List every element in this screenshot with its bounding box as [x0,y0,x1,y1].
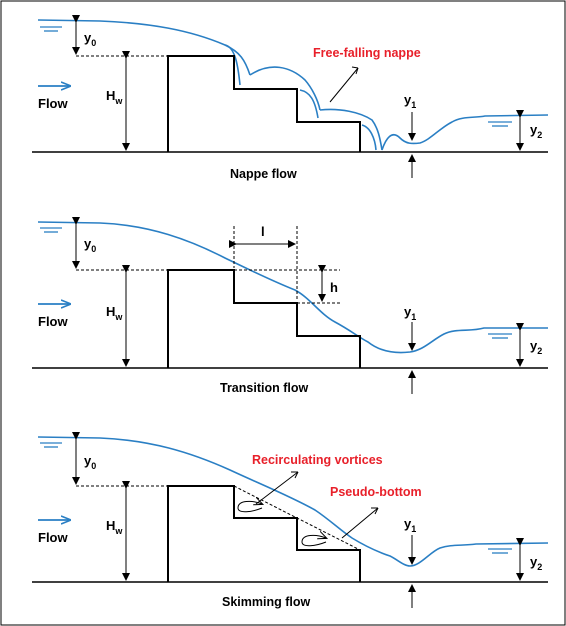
svg-text:y2: y2 [530,338,542,356]
panel-transition-flow: l h y0 Hw Flow y1 y2 Transition flow [32,217,548,395]
vortex-step1 [237,501,262,513]
flow-label: Flow [38,530,68,545]
svg-text:y1: y1 [404,92,416,110]
spillway-steps [167,269,361,368]
water-surface [37,436,549,567]
nappe-step3 [319,108,383,151]
svg-text:y0: y0 [84,453,96,471]
flow-label: Flow [38,96,68,111]
svg-text:y2: y2 [530,554,542,572]
water-surface-upstream [37,19,251,76]
svg-text:y0: y0 [84,30,96,48]
y1-label: y [404,92,412,107]
hw-label: H [106,88,115,103]
y1-label: y [404,516,412,531]
y0-label: y [84,453,92,468]
nappe-upper [224,44,241,86]
hw-label: H [106,518,115,533]
nappe-step2-lower [299,89,319,119]
flow-label: Flow [38,314,68,329]
annotation-free-falling-nappe: Free-falling nappe [313,46,421,60]
svg-text:y0: y0 [84,236,96,254]
panel-nappe-flow: y0 Hw Flow y1 y2 Free-falling nappe Napp… [32,15,549,181]
step-length-label: l [261,224,265,239]
y2-label: y [530,338,538,353]
annotation-pseudo-bottom: Pseudo-bottom [330,485,422,499]
vortex-step2 [301,535,326,547]
caption-nappe-flow: Nappe flow [230,167,297,181]
nappe-step2 [249,66,321,111]
y0-label: y [84,236,92,251]
spillway-steps [167,55,361,152]
caption-transition-flow: Transition flow [220,381,308,395]
y2-label: y [530,554,538,569]
svg-text:y1: y1 [404,304,416,322]
svg-text:Hw: Hw [106,304,123,322]
spillway-steps [167,485,361,582]
panel-skimming-flow: y0 Hw Flow y1 y2 Recirculating vortices … [32,432,549,609]
y1-label: y [404,304,412,319]
svg-text:y2: y2 [530,122,542,140]
svg-text:Hw: Hw [106,518,123,536]
y0-label: y [84,30,92,45]
hw-label: H [106,304,115,319]
water-surface-downstream [381,114,549,151]
svg-text:y1: y1 [404,516,416,534]
water-surface [37,221,548,354]
step-height-label: h [330,280,338,295]
pseudo-bottom-line [233,485,361,551]
svg-text:Hw: Hw [106,88,123,106]
annotation-recirculating-vortices: Recirculating vortices [252,453,383,467]
y2-label: y [530,122,538,137]
caption-skimming-flow: Skimming flow [222,595,310,609]
nappe-step3-lower [361,124,377,151]
